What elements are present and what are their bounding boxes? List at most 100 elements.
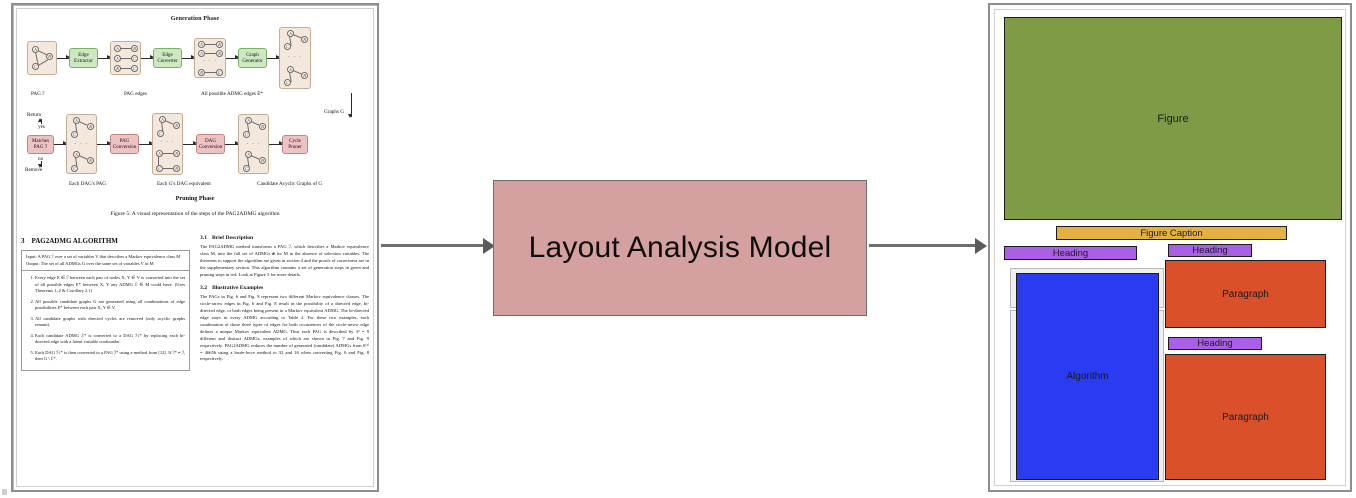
region-heading-2[interactable]: Heading [1168,244,1252,257]
region-figure-caption[interactable]: Figure Caption [1056,226,1287,240]
flow-arrow-down [348,93,353,118]
region-paragraph-2[interactable]: Paragraph [1165,354,1326,480]
caption-pag-edges: PAG edges [124,91,148,97]
paragraph-illustrative-examples: The PAGs in Fig. 6 and Fig. 8 represent … [200,294,369,362]
graph-node-b3: B [173,165,180,172]
graph-node-c2: C [131,65,138,72]
document-content-area: Generation Phase A B C [16,8,374,487]
subsection-heading-3-2: 3.2 Illustrative Examples [200,285,369,291]
graph-edge [121,48,131,49]
region-figure-caption-label: Figure Caption [1140,227,1203,239]
graph-edge [247,157,250,167]
edge-list-graphic: A B A C B C [111,42,140,74]
graph-node-b: B [46,53,53,60]
region-heading-2-label: Heading [1192,245,1228,256]
caption-candidate-acyclic: Candidate Acyclic Graphs of G [257,181,323,187]
region-algorithm[interactable]: Algorithm [1016,273,1159,480]
process-cycle-pruner: Cycle Pruner [282,134,308,154]
graph-node-b: B [173,122,180,129]
branch-yes-label: yes [38,124,45,130]
graph-edge [250,155,260,160]
graph-edge [37,50,48,56]
region-heading-3[interactable]: Heading [1168,337,1262,350]
layout-analysis-model-box: Layout Analysis Model [493,180,867,316]
layout-analysis-model-label: Layout Analysis Model [528,231,832,264]
graph-node-b3: B [198,69,205,76]
paper-figure-5: Generation Phase A B C [21,11,369,233]
region-figure[interactable]: Figure [1004,17,1342,220]
process-dag-conversion: DAG Conversion [196,134,225,154]
graph-card-graphs-g: A B C A B C · · · [279,27,311,89]
ellipsis: · · · [74,141,89,147]
output-document-page: Figure Figure Caption Heading Heading Pa… [988,3,1352,492]
caption-graphs-g: Graphs G [324,109,345,115]
process-edge-extractor: Edge Extractor [69,48,98,68]
layout-regions-canvas: Figure Figure Caption Heading Heading Pa… [994,9,1346,486]
flow-arrow [267,55,280,59]
graph-edge [164,120,174,125]
section-title: PAG2ADMG ALGORITHM [31,237,118,245]
graph-node-a2: A [114,55,121,62]
graph-node-c2: C [284,79,291,86]
graph-node-b: B [87,123,94,130]
subsection-title: Brief Description [212,235,254,241]
region-heading-1[interactable]: Heading [1004,246,1137,260]
region-figure-label: Figure [1157,112,1189,125]
graph-card-each-dags-pag: A B C A B C · · · [66,114,97,174]
decision-matches-pag: Matches PAG ℐ [27,134,54,154]
arrow-model-to-output [869,237,987,254]
graph-edge [161,122,164,132]
graph-node-c: C [32,63,39,70]
graph-edge [163,153,173,154]
graph-edge [38,59,48,66]
subsection-number: 3.2 [200,285,207,292]
flow-arrow [57,55,70,59]
algorithm-step: Each candidate ADMG ℰ* is converted to a… [35,333,185,346]
graph-node-c: C [243,131,250,138]
ellipsis: · · · [202,58,218,64]
flow-arrow-down [38,161,43,168]
subsection-heading-3-1: 3.1 Brief Description [200,235,369,241]
caption-admg-edges: All possible ADMG edges E* [201,91,263,97]
admg-edge-list-graphic: A B A B B C · · · [195,39,225,77]
flow-arrow [269,141,283,145]
graph-node-c: C [157,130,164,137]
region-heading-1-label: Heading [1052,247,1089,259]
flow-arrow [139,141,153,145]
graph-edge [121,68,131,69]
branch-remove-label: Remove [25,167,43,173]
graph-node-a: A [245,117,252,124]
graph-node-a2: A [245,151,252,158]
region-paragraph-1-label: Paragraph [1222,288,1269,300]
graph-node-c: C [216,69,223,76]
algorithm-step: All candidate graphs with directed cycle… [35,316,185,329]
graph-stack-graphic: A B C A B C · · · [67,115,96,173]
subsection-title: Illustrative Examples [212,285,264,292]
pruning-phase-row: Matches PAG ℐ A B C A B C [27,111,373,177]
flow-arrow [98,55,111,59]
ellipsis: · · · [287,54,303,60]
generation-phase-row: A B C Edge Extractor A [27,27,373,89]
caption-pag: PAG ℐ [31,91,45,97]
region-paragraph-2-label: Paragraph [1222,411,1269,423]
process-edge-converter: Edge Converter [153,48,182,68]
process-pag-conversion: PAG Conversion [110,134,139,154]
figure-caption-text: Figure 5: A visual representation of the… [110,211,280,217]
region-heading-3-label: Heading [1197,338,1233,349]
region-algorithm-label: Algorithm [1066,371,1109,382]
graph-node-c2: C [156,165,163,172]
graph-edge [158,156,159,166]
subsection-number: 3.1 [200,235,207,241]
graph-card-pag: A B C [27,41,57,75]
graph-node-b: B [216,41,223,48]
region-paragraph-1[interactable]: Paragraph [1165,260,1326,328]
pruning-phase-label: Pruning Phase [175,195,215,202]
graph-node-c: C [71,131,78,138]
graph-stack-graphic: A B C A B C B · · · [153,114,182,174]
algorithm-io-block: Input: A PAG ℐ over a set of variables V… [21,250,190,272]
graph-node-b: B [259,123,266,130]
flow-arrow [226,55,239,59]
graph-edge [205,44,216,45]
graph-node-a: A [287,30,294,37]
algorithm-steps-block: Every edge E ∈ ℐ between each pair of no… [21,271,190,371]
